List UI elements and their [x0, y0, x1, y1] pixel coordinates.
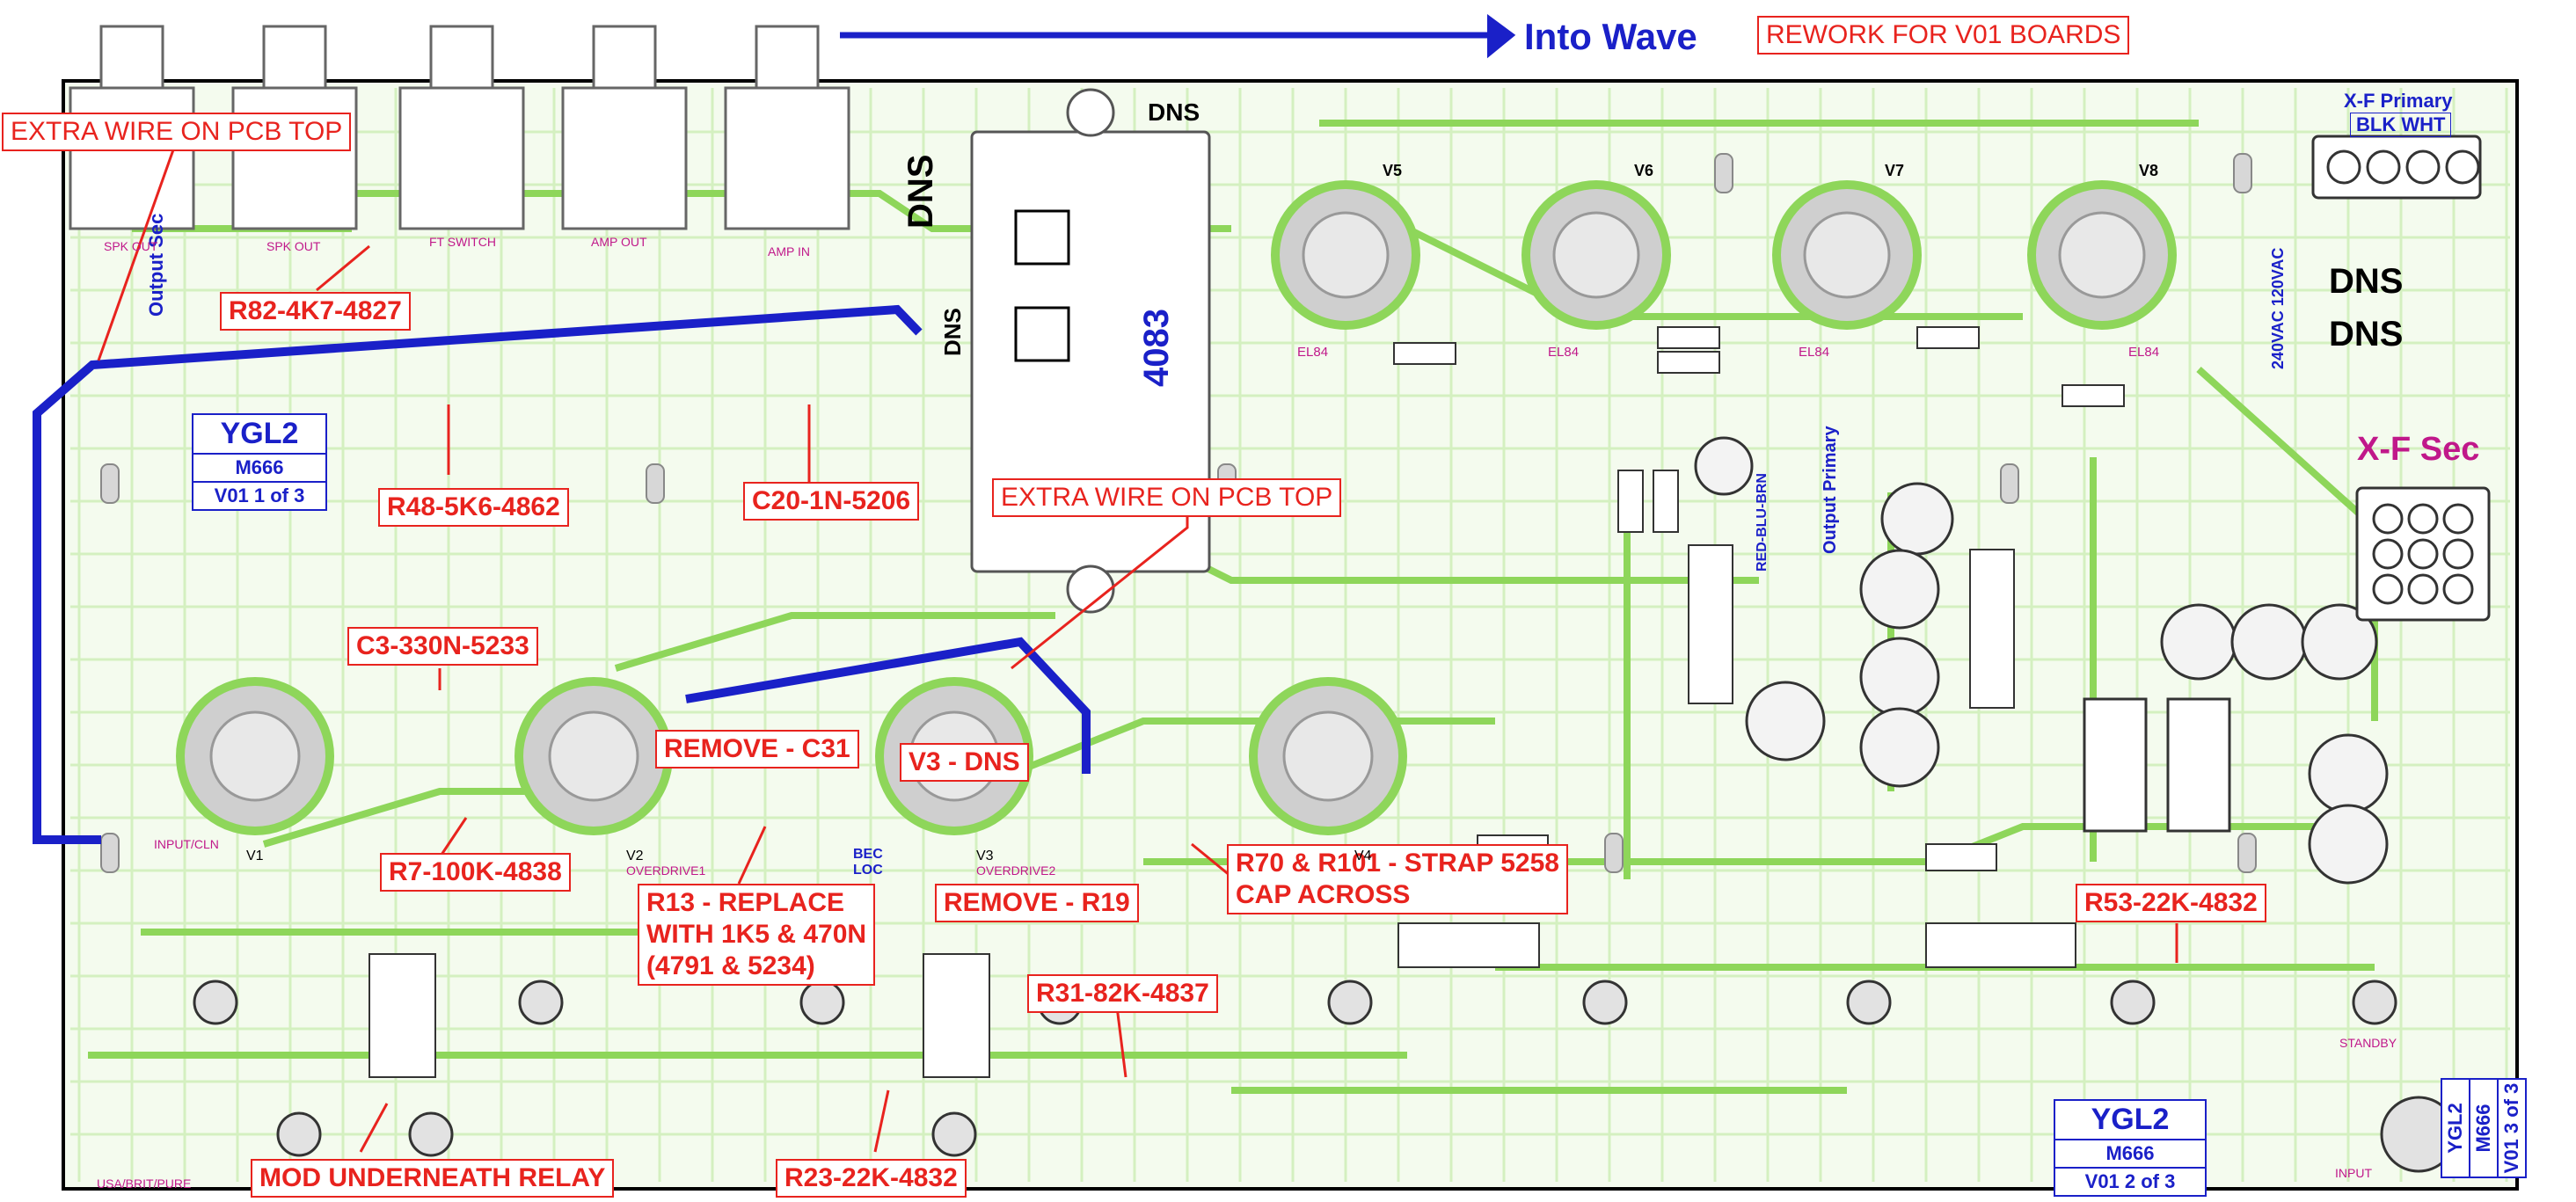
rework-wire-v3 [685, 637, 1091, 774]
annotation-r31: R31-82K-4837 [1027, 974, 1218, 1013]
amp-in-label: AMP IN [768, 244, 810, 259]
standby-label: STANDBY [2339, 1036, 2397, 1050]
annotation-extra-wire-mid: EXTRA WIRE ON PCB TOP [992, 478, 1342, 517]
dns-label-5: DNS [2329, 315, 2404, 353]
title-block-1-name: YGL2 [193, 415, 325, 455]
reverb-module [970, 88, 1211, 614]
tube-sockets-top [1271, 180, 2177, 330]
title-block-2: YGL2 M666 V01 2 of 3 [2054, 1099, 2207, 1197]
annotation-v3-dns: V3 - DNS [900, 743, 1029, 782]
tube-v1-label: V1 [246, 849, 264, 863]
amp-out-label: AMP OUT [591, 235, 647, 249]
usa-brit-pure-label: USA/BRIT/PURE [97, 1177, 192, 1191]
tube-v7-type: EL84 [1799, 345, 1830, 360]
tube-v3-label: V3 [976, 849, 994, 863]
title-block-2-name: YGL2 [2055, 1101, 2205, 1140]
spk-out-label-1: SPK OUT [104, 239, 158, 253]
ft-switch-label: FT SWITCH [429, 235, 496, 249]
annotation-r23: R23-22K-4832 [776, 1159, 967, 1198]
tube-v5-label: V5 [1383, 162, 1403, 179]
annotation-r7: R7-100K-4838 [380, 853, 571, 892]
input-label: INPUT [2335, 1166, 2372, 1180]
annotation-r82: R82-4K7-4827 [220, 292, 411, 331]
into-wave-arrowhead [1487, 14, 1516, 59]
tube-v5-type: EL84 [1297, 345, 1329, 360]
tube-v4-label: V4 [1354, 849, 1372, 863]
bec-loc-label: BEC LOC [853, 847, 883, 878]
into-wave-label: Into Wave [1524, 16, 1697, 57]
output-primary-label: Output Primary [1821, 426, 1840, 554]
tube-v7-label: V7 [1885, 162, 1905, 179]
tube-v6-label: V6 [1634, 162, 1654, 179]
annotation-r70-r101: R70 & R101 - STRAP 5258 CAP ACROSS [1227, 844, 1568, 914]
rework-wire-long [33, 304, 923, 844]
rework-banner: REWORK FOR V01 BOARDS [1757, 16, 2130, 55]
dns-label-4: DNS [2329, 262, 2404, 301]
title-block-3: YGL2 M666 V01 3 of 3 [2441, 1078, 2527, 1178]
dns-label-1: DNS [1148, 98, 1200, 126]
input-cln-label: INPUT/CLN [154, 837, 219, 851]
title-block-2-rev: V01 2 of 3 [2084, 1170, 2176, 1192]
overdrive2-label: OVERDRIVE2 [976, 863, 1056, 878]
tube-v8-label: V8 [2139, 162, 2159, 179]
xf-sec-label: X-F Sec [2357, 431, 2480, 468]
title-block-2-model: M666 [2055, 1140, 2205, 1169]
xf-sec-connector [2355, 486, 2491, 622]
title-block-3-name: YGL2 [2442, 1080, 2470, 1177]
resistors [1393, 326, 2125, 709]
annotation-remove-r19: REMOVE - R19 [935, 884, 1139, 922]
dns-label-2: DNS [901, 154, 940, 229]
annotation-c3: C3-330N-5233 [347, 627, 538, 666]
annotation-r48: R48-5K6-4862 [378, 488, 569, 527]
dns-label-3: DNS [939, 308, 966, 356]
xf-primary-connector [2311, 135, 2482, 200]
part-4083-label: 4083 [1137, 309, 1176, 387]
jack-row [69, 25, 850, 230]
annotation-pointers [97, 142, 2178, 1153]
annotation-c20: C20-1N-5206 [743, 482, 920, 521]
title-block-1-rev: V01 1 of 3 [214, 484, 305, 506]
red-blu-brn-label: RED-BLU-BRN [1755, 473, 1770, 572]
overdrive1-label: OVERDRIVE1 [626, 863, 706, 878]
regulators [2083, 697, 2231, 833]
relays [369, 953, 990, 1078]
title-block-3-rev: V01 3 of 3 [2500, 1082, 2522, 1174]
voltage-select-label: 240VAC 120VAC [2269, 247, 2287, 369]
output-sec-label: Output Sec [145, 213, 167, 317]
xf-primary-label: X-F Primary [2344, 90, 2453, 112]
title-block-1: YGL2 M666 V01 1 of 3 [192, 413, 327, 511]
annotation-r13: R13 - REPLACE WITH 1K5 & 470N (4791 & 52… [638, 884, 876, 986]
spk-out-label-2: SPK OUT [266, 239, 321, 253]
title-block-3-model: M666 [2470, 1080, 2499, 1177]
tube-v8-type: EL84 [2128, 345, 2160, 360]
blk-wht-label: BLK WHT [2350, 113, 2452, 137]
annotation-r53: R53-22K-4832 [2076, 884, 2266, 922]
annotation-extra-wire-top: EXTRA WIRE ON PCB TOP [2, 113, 352, 151]
annotation-mod-relay: MOD UNDERNEATH RELAY [251, 1159, 615, 1198]
annotation-remove-c31: REMOVE - C31 [655, 730, 859, 769]
tube-v6-type: EL84 [1548, 345, 1580, 360]
filter-capacitors [1694, 436, 2389, 885]
title-block-1-model: M666 [193, 455, 325, 483]
tube-v2-label: V2 [626, 849, 644, 863]
